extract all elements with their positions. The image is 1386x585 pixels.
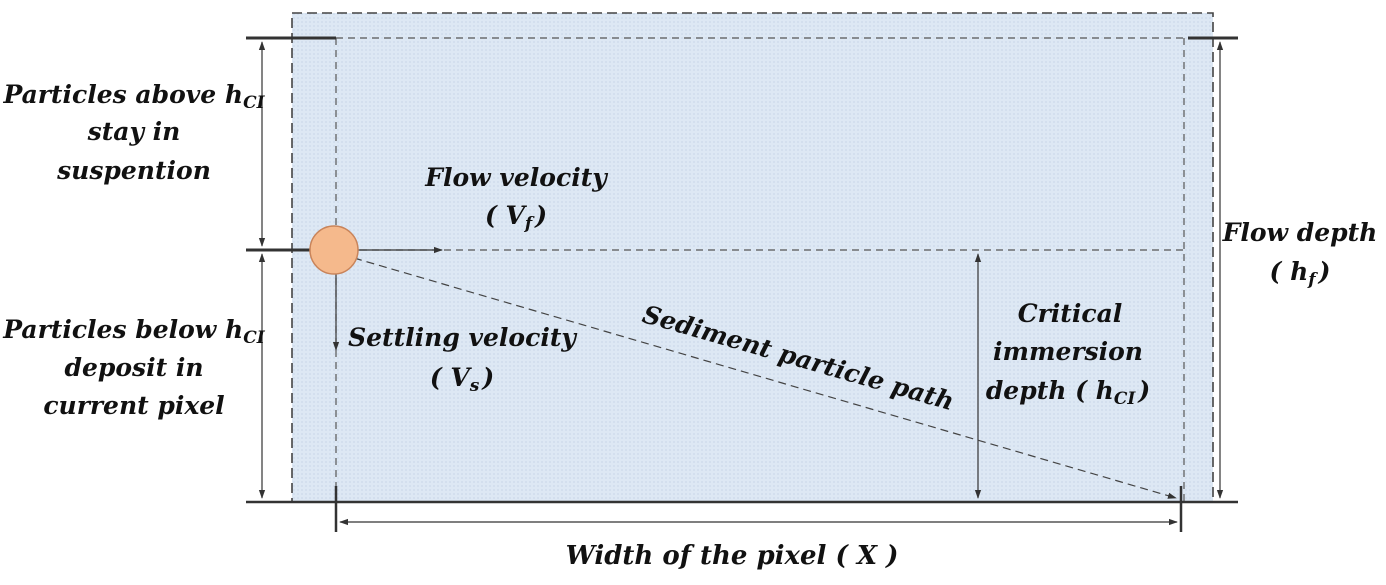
critical-label-line3: depth ( hCI) xyxy=(986,376,1150,409)
below-label-line1: Particles below hCI xyxy=(2,315,265,348)
critical-label-line1: Critical xyxy=(1018,299,1123,328)
above-label-line1: Particles above hCI xyxy=(2,80,265,113)
settling-velocity-symbol: ( Vs) xyxy=(430,363,494,396)
flow-depth-label: Flow depth xyxy=(1222,218,1378,247)
flow-velocity-label: Flow velocity xyxy=(424,163,608,192)
flow-depth-symbol: ( hf) xyxy=(1270,257,1331,290)
pixel-area xyxy=(291,12,1214,503)
below-label-line3: current pixel xyxy=(43,391,224,420)
above-label-line2: stay in xyxy=(87,117,181,146)
flow-velocity-symbol: ( Vf) xyxy=(485,201,547,234)
settling-velocity-label: Settling velocity xyxy=(348,323,577,352)
critical-label-line2: immersion xyxy=(993,337,1143,366)
pixel-width-label: Width of the pixel ( X ) xyxy=(566,541,899,571)
below-label-line2: deposit in xyxy=(64,353,203,382)
sediment-particle xyxy=(309,225,359,275)
above-label-line3: suspention xyxy=(56,156,211,185)
